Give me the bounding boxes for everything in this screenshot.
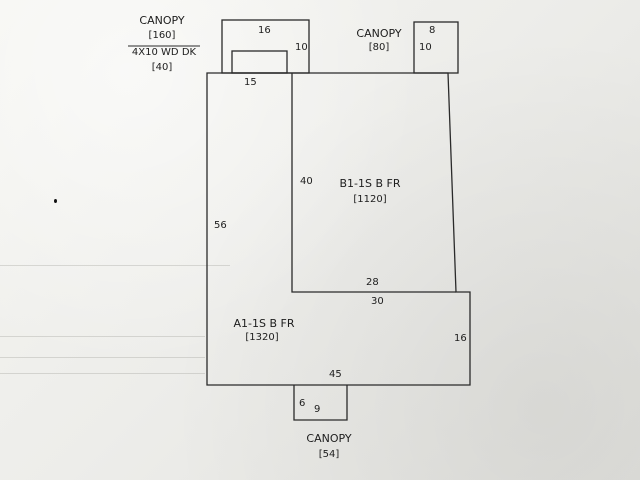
faint-rule [0,357,205,358]
canopy-bottom-area: [54] [318,449,340,460]
section-a1-name: A1-1S B FR [233,317,295,330]
faint-rule [0,373,205,374]
deck-outline [231,50,288,74]
canopy-top-left-name: CANOPY [139,14,185,27]
canopy-top-right-width: 8 [429,25,436,36]
canopy-bottom-width: 9 [314,404,321,415]
ink-dot [54,199,57,203]
section-a1-top-dim: 30 [371,296,384,307]
b1-a1-divider [291,73,456,293]
faint-rule [0,336,205,337]
canopy-top-right-height: 10 [419,42,432,53]
section-b1-name: B1-1S B FR [339,177,401,190]
deck-dimension: 15 [244,77,257,88]
section-b1-area: [1120] [353,194,387,205]
section-a1-bottom-dim: 45 [329,369,342,380]
section-a1-right-dim: 16 [454,333,467,344]
section-a1-left-dim: 56 [214,220,227,231]
canopy-top-right-name: CANOPY [356,27,402,40]
section-a1-area: [1320] [245,332,279,343]
section-b1-height: 40 [300,176,313,187]
canopy-bottom-height: 6 [299,398,306,409]
canopy-top-left-area: [160] [148,30,176,41]
canopy-top-right-outline [413,21,459,74]
canopy-top-left-width: 16 [258,25,271,36]
canopy-bottom-outline [293,385,348,421]
canopy-top-left-height: 10 [295,42,308,53]
faint-rule [0,265,230,266]
canopy-top-right-area: [80] [368,42,390,53]
deck-area: [40] [151,62,173,73]
deck-description: 4X10 WD DK [131,47,197,58]
canopy-bottom-name: CANOPY [306,432,352,445]
section-b1-width: 28 [366,277,379,288]
